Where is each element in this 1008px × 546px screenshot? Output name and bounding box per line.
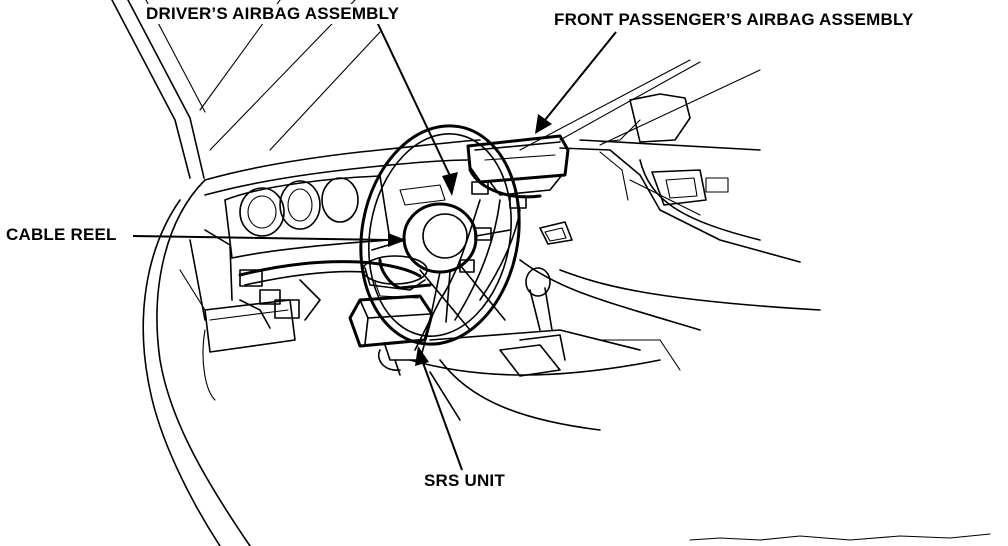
passenger-airbag-label: FRONT PASSENGER’S AIRBAG ASSEMBLY <box>554 10 914 30</box>
steering-wheel <box>359 124 521 346</box>
left-lower-panel <box>189 229 296 353</box>
rearview-mirror <box>601 93 691 143</box>
cable-reel-arrowhead <box>388 233 406 247</box>
cable-reel-body <box>362 255 428 299</box>
leader-lines <box>132 23 617 471</box>
center-console <box>409 267 681 377</box>
srs-unit-arrowhead <box>415 346 429 366</box>
dashboard <box>204 139 821 331</box>
srs-unit-label: SRS UNIT <box>424 471 505 491</box>
floor <box>429 359 991 541</box>
driver-airbag-label: DRIVER’S AIRBAG ASSEMBLY <box>146 4 400 24</box>
wiring-harness <box>238 168 542 351</box>
passenger-airbag-arrowhead <box>535 114 552 134</box>
passenger-airbag-module <box>466 134 570 196</box>
cable-reel-label: CABLE REEL <box>6 225 117 245</box>
srs-unit-body <box>348 294 434 376</box>
driver-airbag-leader <box>377 23 453 181</box>
cable-reel-leader <box>132 235 391 241</box>
a-pillar-left <box>111 0 381 179</box>
passenger-airbag-leader <box>544 31 617 121</box>
left-door-panel <box>142 179 251 546</box>
srs-unit-leader <box>421 359 463 471</box>
driver-airbag-arrowhead <box>442 172 458 196</box>
